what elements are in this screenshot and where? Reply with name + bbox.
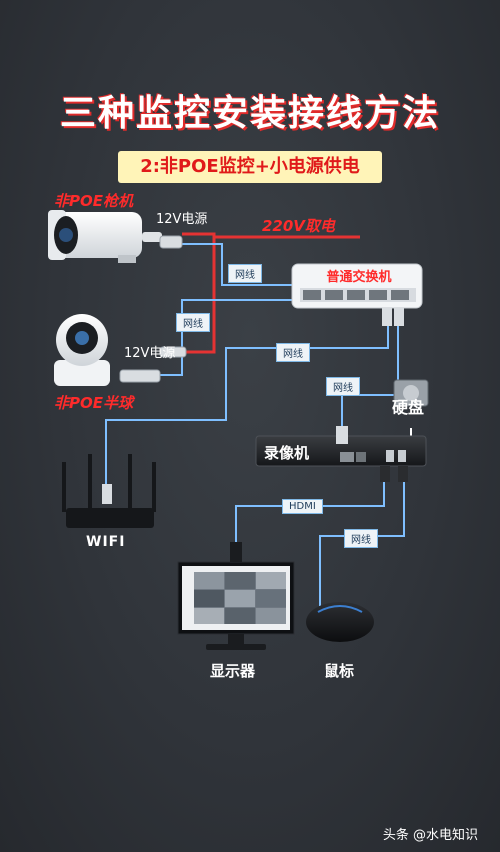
wifi-router <box>62 454 156 528</box>
net-cable-dome <box>160 299 296 376</box>
monitor-label: 显示器 <box>210 662 256 680</box>
hard-disk <box>393 379 429 407</box>
net-cable-nvr <box>341 312 399 430</box>
page-title: 三种监控安装接线方法 <box>59 93 440 134</box>
nvr-label: 录像机 <box>264 444 310 462</box>
net-cable-bullet <box>182 243 296 286</box>
cable-tag-hdmi: HDMI <box>282 499 323 514</box>
monitor <box>177 561 295 650</box>
power-12v-bottom-label: 12V电源 <box>124 346 176 361</box>
page-subtitle: 2:非POE监控+小电源供电 <box>118 151 382 183</box>
power-cable-bullet <box>182 232 216 354</box>
network-switch <box>291 263 423 309</box>
nvr-device <box>255 435 427 467</box>
dome-camera-label: 非POE半球 <box>54 394 133 412</box>
cable-tag-net5: 网线 <box>344 529 378 548</box>
cable-tag-net1: 网线 <box>228 264 262 283</box>
power-12v-top-label: 12V电源 <box>156 212 208 227</box>
wifi-label: WIFI <box>86 534 126 550</box>
cable-tag-net2: 网线 <box>176 313 210 332</box>
watermark: 头条 @水电知识 <box>382 828 478 843</box>
bullet-camera <box>48 210 162 263</box>
hard-disk-label: 硬盘 <box>392 398 425 417</box>
dome-camera <box>54 314 110 386</box>
bullet-camera-label: 非POE枪机 <box>54 192 133 210</box>
mouse <box>306 602 374 642</box>
power-220v-label: 220V取电 <box>262 217 335 235</box>
net-cable-wifi <box>105 312 389 486</box>
cable-tag-net3: 网线 <box>276 343 310 362</box>
switch-label: 普通交换机 <box>326 270 392 285</box>
cable-tag-net4: 网线 <box>326 377 360 396</box>
mouse-label: 鼠标 <box>324 662 355 680</box>
